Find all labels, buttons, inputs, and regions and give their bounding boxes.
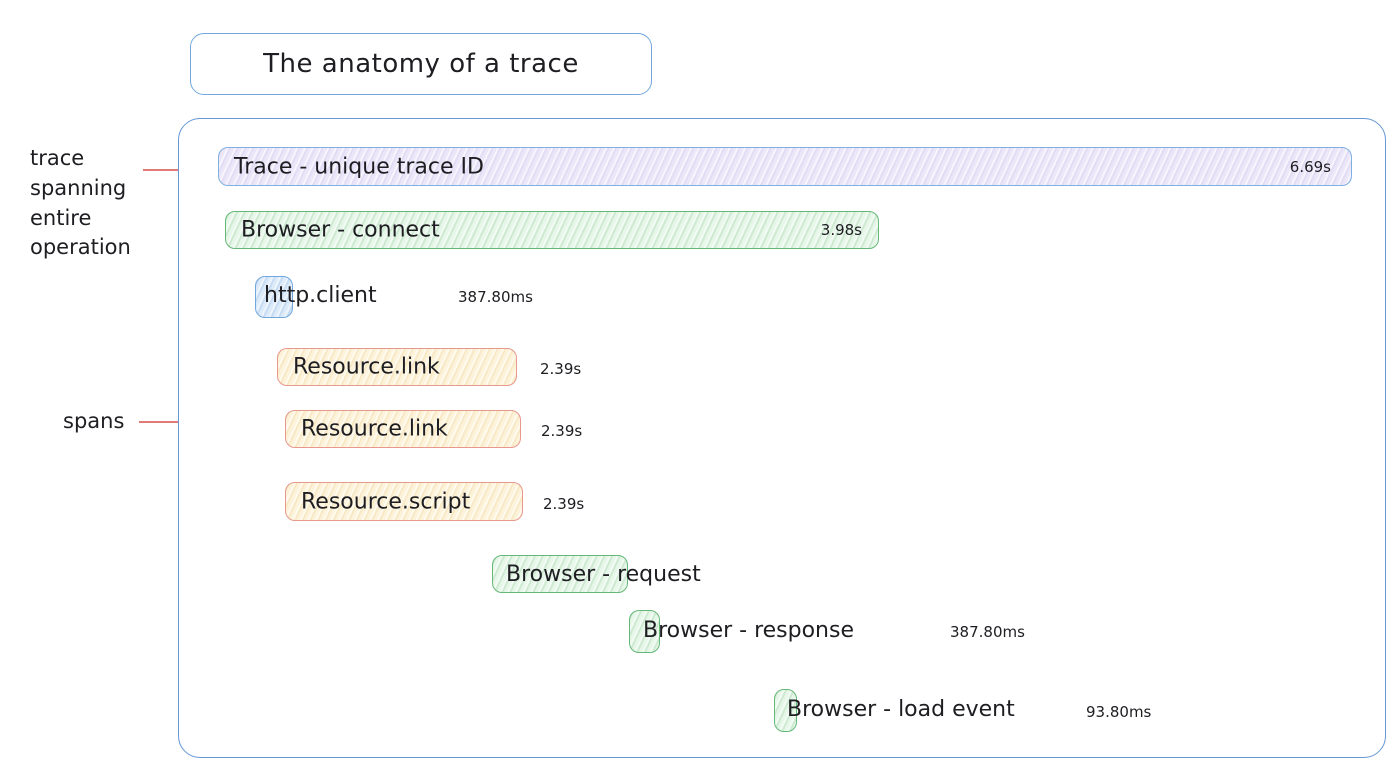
span-resource-link-2-label: Resource.link	[301, 416, 448, 442]
span-browser-load-event-label: Browser - load event	[787, 697, 1015, 722]
trace-annotation-connector-line	[143, 169, 208, 171]
span-resource-link-1-bar: Resource.link	[277, 348, 517, 386]
span-resource-link-1-label: Resource.link	[293, 354, 440, 380]
diagram-title-box: The anatomy of a trace	[190, 33, 652, 95]
trace-bar-duration: 6.69s	[1289, 157, 1331, 176]
span-browser-request-label: Browser - request	[506, 562, 701, 587]
span-http-client-label: http.client	[264, 283, 377, 308]
span-browser-response-bar	[629, 610, 660, 653]
spans-annotation-connector-line	[139, 421, 209, 423]
span-resource-script-label: Resource.script	[301, 489, 471, 514]
span-http-client-bar	[255, 276, 293, 318]
spans-annotation-label: spans	[63, 409, 125, 433]
trace-bar-label: Trace - unique trace ID	[234, 154, 484, 179]
span-browser-request-bar	[492, 555, 628, 593]
span-resource-link-1-duration: 2.39s	[540, 360, 582, 378]
span-resource-link-2-duration: 2.39s	[541, 422, 583, 440]
span-resource-script-bar: Resource.script	[285, 482, 523, 521]
span-browser-load-event-bar	[774, 689, 797, 732]
span-browser-connect-duration: 3.98s	[820, 221, 862, 239]
span-browser-response-label: Browser - response	[643, 618, 854, 643]
span-browser-load-event-duration: 93.80ms	[1086, 703, 1152, 721]
span-browser-connect-label: Browser - connect	[241, 217, 440, 243]
trace-bar: Trace - unique trace ID 6.69s	[218, 147, 1352, 186]
span-browser-response-duration: 387.80ms	[950, 623, 1025, 641]
span-resource-script-duration: 2.39s	[543, 495, 585, 513]
span-http-client-duration: 387.80ms	[458, 288, 533, 306]
diagram-title: The anatomy of a trace	[263, 49, 579, 79]
trace-annotation-label: trace spanning entire operation	[30, 146, 131, 260]
span-browser-connect-bar: Browser - connect 3.98s	[225, 211, 879, 249]
span-resource-link-2-bar: Resource.link	[285, 410, 521, 448]
